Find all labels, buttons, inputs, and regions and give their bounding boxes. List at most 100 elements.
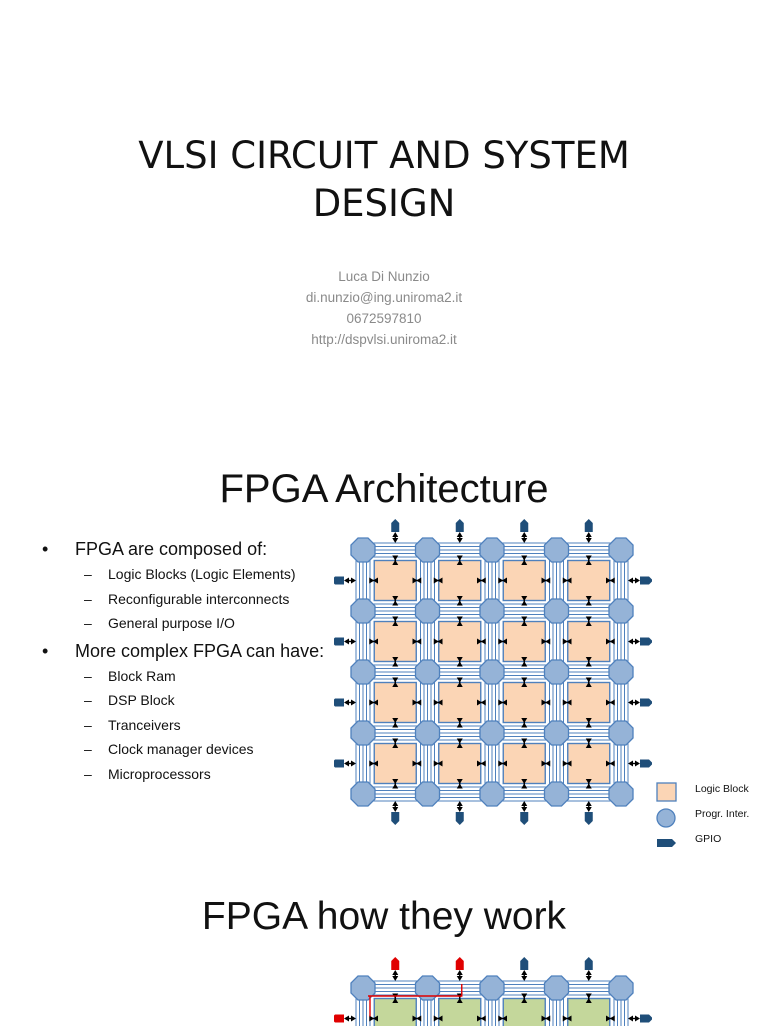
fpga-architecture-diagram [334,516,652,828]
sub-bullet-item: –Reconfigurable interconnects [42,587,342,612]
bullet-glyph: • [42,638,48,664]
gpio-pin [391,957,399,970]
programmable-interconnect [609,721,633,745]
programmable-interconnect [416,721,440,745]
bullet-item: • More complex FPGA can have: [42,638,342,664]
legend-label: GPIO [695,833,721,845]
sub-bullet-text: Microprocessors [108,766,211,782]
dash-glyph: – [84,664,92,689]
dash-glyph: – [84,762,92,787]
sub-bullet-text: DSP Block [108,692,175,708]
gpio-pin [640,699,652,707]
slide-title: FPGA how they work [0,892,768,942]
fpga-routing-diagram [334,954,652,1026]
programmable-interconnect-swatch [656,807,678,829]
gpio-pin [585,812,593,825]
sub-bullet-item: –General purpose I/O [42,611,342,636]
fpga-architecture-slide: FPGA Architecture • FPGA are composed of… [0,430,768,860]
gpio-pin [640,577,652,585]
legend-label: Progr. Inter. [695,808,749,820]
legend-item-progr-inter: Progr. Inter. [654,805,764,830]
programmable-interconnect [480,538,504,562]
logic-block [374,561,416,601]
fpga-how-they-work-slide: FPGA how they work [0,860,768,1024]
logic-block [439,622,481,662]
programmable-interconnect [351,782,375,806]
sub-bullet-item: –Microprocessors [42,762,342,787]
logic-block [439,561,481,601]
logic-block [503,561,545,601]
programmable-interconnect [351,599,375,623]
gpio-pin [334,760,344,768]
gpio-pin [640,760,652,768]
gpio-pin [334,638,344,646]
sub-bullet-item: –DSP Block [42,688,342,713]
programmable-interconnect [416,782,440,806]
gpio-pin [585,519,593,532]
programmable-interconnect [545,538,569,562]
logic-block [503,744,545,784]
programmable-interconnect [545,660,569,684]
sub-bullet-text: Reconfigurable interconnects [108,591,289,607]
dash-glyph: – [84,587,92,612]
programmable-interconnect [545,782,569,806]
sub-bullet-item: –Clock manager devices [42,737,342,762]
slide-title: FPGA Architecture [0,464,768,514]
programmable-interconnect [416,538,440,562]
bullet-item: • FPGA are composed of: [42,536,342,562]
logic-block [568,744,610,784]
author-email: di.nunzio@ing.uniroma2.it [0,287,768,308]
gpio-pin [640,638,652,646]
programmable-interconnect [609,660,633,684]
dash-glyph: – [84,611,92,636]
dash-glyph: – [84,562,92,587]
programmable-interconnect [545,599,569,623]
title-text: VLSI CIRCUIT AND SYSTEM DESIGN [104,132,664,228]
logic-block [374,683,416,723]
gpio-pin [456,957,464,970]
programmable-interconnect [545,976,569,1000]
programmable-interconnect [545,721,569,745]
bullet-text: More complex FPGA can have: [75,641,324,661]
programmable-interconnect [480,721,504,745]
bullet-list: • FPGA are composed of: –Logic Blocks (L… [42,536,342,786]
gpio-pin [334,577,344,585]
logic-block [503,683,545,723]
title-slide: VLSI CIRCUIT AND SYSTEM DESIGN Luca Di N… [0,0,768,430]
programmable-interconnect [609,538,633,562]
logic-block [503,622,545,662]
gpio-pin [640,1015,652,1023]
programmable-interconnect [609,782,633,806]
bullet-glyph: • [42,536,48,562]
gpio-pin [520,812,528,825]
logic-block [374,622,416,662]
author-info: Luca Di Nunzio di.nunzio@ing.uniroma2.it… [0,266,768,350]
gpio-pin [456,519,464,532]
sub-bullet-item: –Logic Blocks (Logic Elements) [42,562,342,587]
logic-block [439,744,481,784]
gpio-pin [334,1015,344,1023]
programmable-interconnect [609,976,633,1000]
legend-item-logic-block: Logic Block [654,780,764,805]
gpio-pin [585,957,593,970]
programmable-interconnect [609,599,633,623]
dash-glyph: – [84,713,92,738]
legend-item-gpio: GPIO [654,830,764,855]
gpio-pin [520,957,528,970]
legend-label: Logic Block [695,783,749,795]
sub-bullet-text: General purpose I/O [108,615,235,631]
programmable-interconnect [351,721,375,745]
author-name: Luca Di Nunzio [0,266,768,287]
logic-block [568,622,610,662]
sub-bullet-text: Logic Blocks (Logic Elements) [108,566,296,582]
author-phone: 0672597810 [0,308,768,329]
logic-block [568,561,610,601]
sub-bullet-item: –Tranceivers [42,713,342,738]
gpio-pin [334,699,344,707]
logic-block [439,683,481,723]
gpio-pin [391,519,399,532]
bullet-text: FPGA are composed of: [75,539,267,559]
programmable-interconnect [480,660,504,684]
gpio-pin [391,812,399,825]
logic-block [568,683,610,723]
